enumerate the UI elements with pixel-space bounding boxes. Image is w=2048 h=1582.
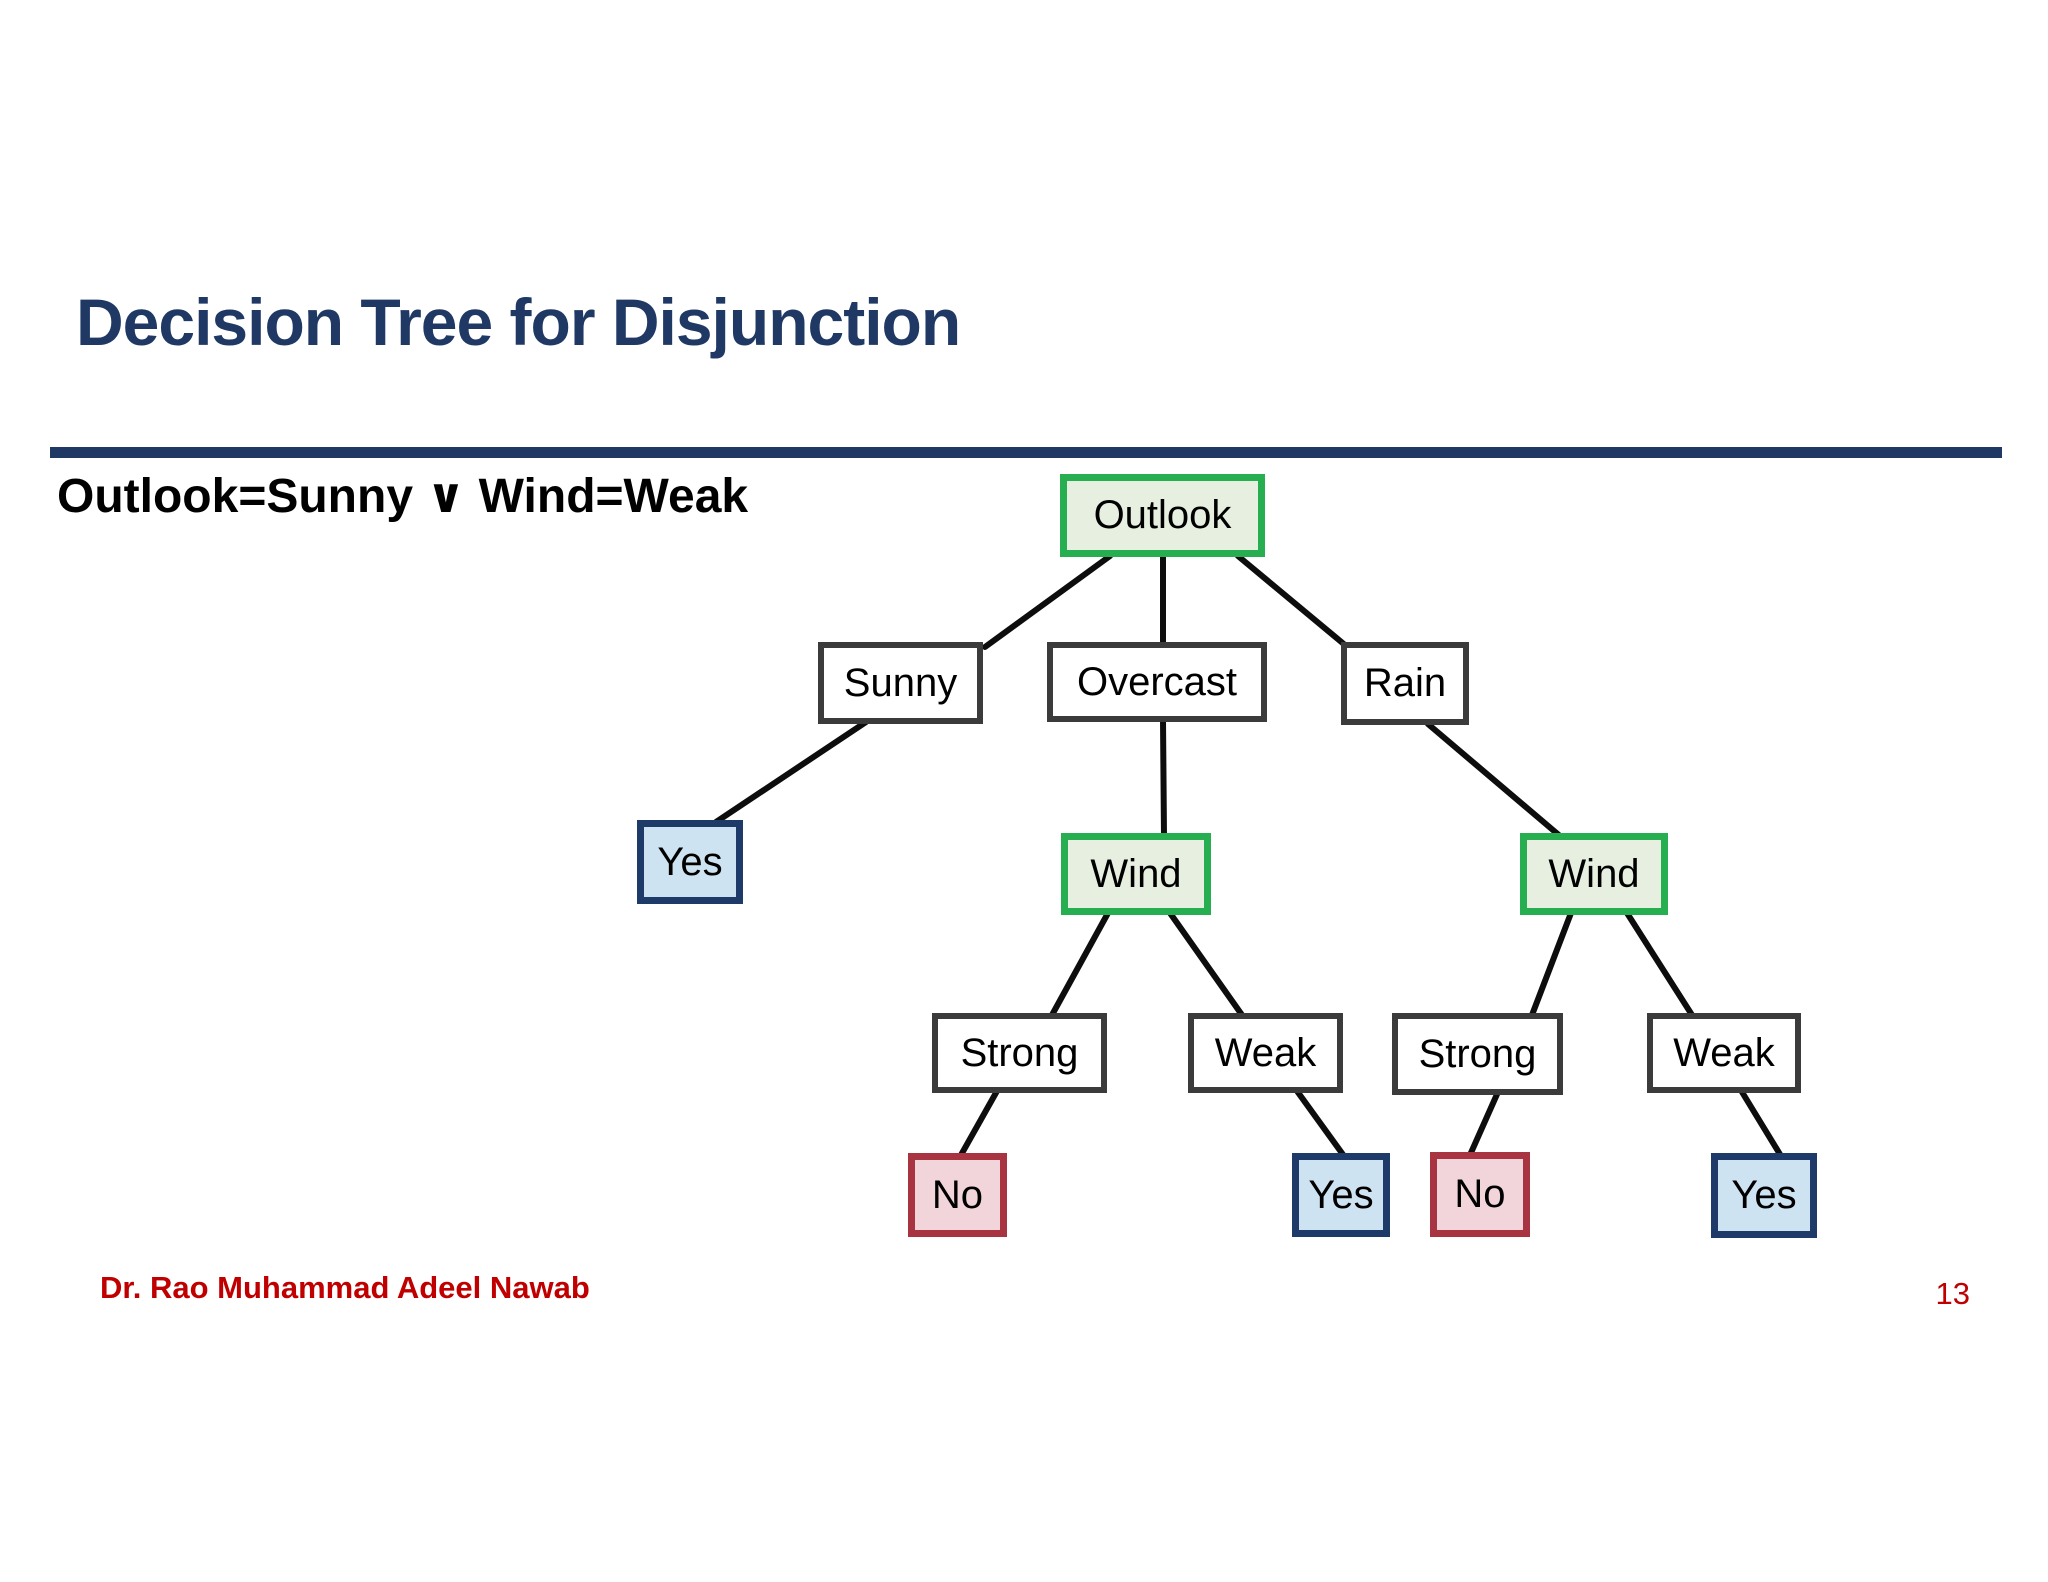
edge-wind1-weak [1167, 910, 1245, 1018]
node-sunny: Sunny [818, 642, 983, 724]
edge-strong1-no [958, 1088, 1000, 1158]
page-title: Decision Tree for Disjunction [76, 285, 961, 359]
edge-rain-wind [1425, 721, 1563, 839]
node-yes-overcast-weak: Yes [1292, 1153, 1390, 1237]
node-outlook: Outlook [1060, 474, 1265, 557]
node-strong-rain: Strong [1392, 1013, 1563, 1095]
node-rain: Rain [1341, 642, 1469, 725]
page-number: 13 [1935, 1276, 1970, 1311]
node-yes-sunny: Yes [637, 820, 743, 904]
node-weak-rain: Weak [1647, 1013, 1801, 1093]
node-strong-overcast: Strong [932, 1013, 1107, 1093]
edge-weak2-yes [1739, 1089, 1784, 1159]
node-no-overcast-strong: No [908, 1153, 1007, 1237]
title-divider [50, 447, 2002, 458]
footer-author: Dr. Rao Muhammad Adeel Nawab [100, 1270, 590, 1305]
node-wind-rain: Wind [1520, 833, 1668, 915]
node-yes-rain-weak: Yes [1711, 1153, 1817, 1238]
edge-wind1-strong [1049, 910, 1111, 1018]
edge-overcast-wind [1160, 717, 1167, 839]
formula-text: Outlook=Sunny ∨ Wind=Weak [57, 470, 749, 523]
node-overcast: Overcast [1047, 642, 1267, 722]
node-weak-overcast: Weak [1188, 1013, 1343, 1093]
edge-sunny-yes [713, 719, 869, 825]
node-wind-overcast: Wind [1061, 833, 1211, 915]
edge-weak1-yes [1294, 1088, 1347, 1159]
node-no-rain-strong: No [1430, 1152, 1530, 1237]
edge-outlook-sunny [982, 553, 1113, 650]
edge-outlook-rain [1235, 553, 1348, 648]
edge-wind2-weak [1624, 910, 1695, 1018]
edge-strong2-no [1467, 1089, 1501, 1158]
edge-wind2-strong [1529, 910, 1574, 1018]
